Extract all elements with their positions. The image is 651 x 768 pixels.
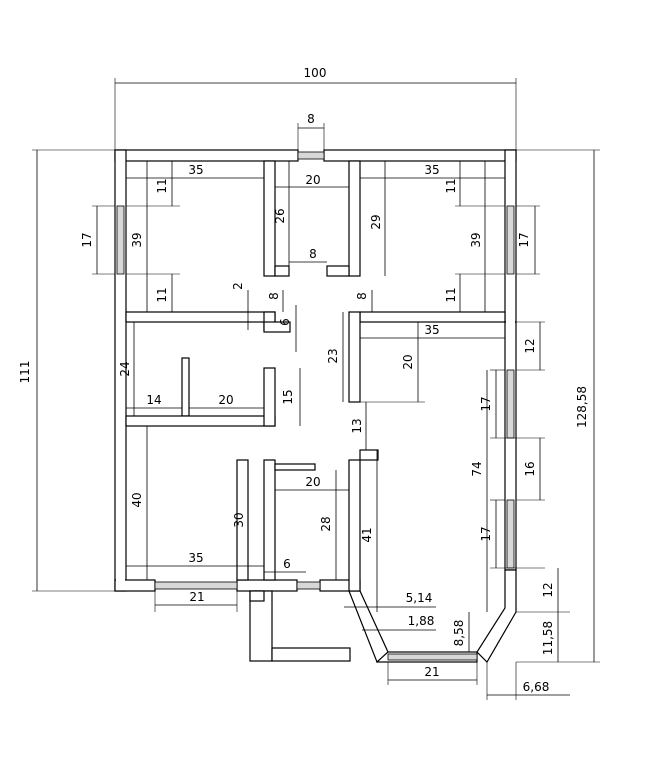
dim-lr-top-12: 12 bbox=[523, 338, 537, 353]
dim-tr-height-left: 29 bbox=[369, 214, 383, 229]
dim-bl-height: 40 bbox=[130, 492, 144, 507]
dim-bath-20: 20 bbox=[218, 393, 233, 407]
dim-corridor-gap: 8 bbox=[309, 247, 317, 261]
dim-niche-8-right: 8 bbox=[355, 292, 369, 300]
dim-hall-20: 20 bbox=[401, 354, 415, 369]
dim-tr-top-wall: 11 bbox=[444, 178, 458, 193]
dim-bl-6: 6 bbox=[283, 557, 291, 571]
dim-tr-height: 39 bbox=[469, 232, 483, 247]
top-window bbox=[297, 151, 325, 160]
dim-overall-width: 100 bbox=[304, 66, 327, 80]
dim-hall-wall-23: 23 bbox=[326, 348, 340, 363]
dim-niche-6: 6 bbox=[278, 318, 292, 326]
dim-tr-width: 35 bbox=[424, 163, 439, 177]
dimension-labels: 100 111 128,58 8 35 11 17 39 11 20 26 8 … bbox=[18, 66, 589, 694]
dim-lr-74: 74 bbox=[470, 461, 484, 476]
dim-bay-1158: 11,58 bbox=[541, 621, 555, 655]
dim-tl-top-wall: 11 bbox=[155, 178, 169, 193]
dim-corridor-height: 26 bbox=[273, 208, 287, 223]
right-window-lr-1 bbox=[506, 369, 515, 439]
bay-window bbox=[387, 653, 478, 661]
dim-lr-12-bottom: 12 bbox=[541, 582, 555, 597]
dim-bay-514: 5,14 bbox=[406, 591, 433, 605]
dim-bath-14: 14 bbox=[146, 393, 161, 407]
dim-top-window: 8 bbox=[307, 112, 315, 126]
dim-lr-17-top: 17 bbox=[479, 396, 493, 411]
dim-tl-bottom-wall: 11 bbox=[155, 287, 169, 302]
dim-niche-2: 2 bbox=[231, 282, 245, 290]
right-window-upper bbox=[506, 205, 515, 275]
dim-lr-17-bottom: 17 bbox=[479, 526, 493, 541]
dim-closet-15: 15 bbox=[281, 389, 295, 404]
bottom-window bbox=[154, 581, 238, 590]
dim-mid-20: 20 bbox=[305, 475, 320, 489]
dim-lr-width: 35 bbox=[424, 323, 439, 337]
dim-bay-188: 1,88 bbox=[408, 614, 435, 628]
dim-corridor-width: 20 bbox=[305, 173, 320, 187]
dim-tr-bottom-wall: 11 bbox=[444, 287, 458, 302]
dim-wall-41: 41 bbox=[360, 527, 374, 542]
dim-bottom-window-21: 21 bbox=[189, 590, 204, 604]
dim-bay-window-21: 21 bbox=[424, 665, 439, 679]
dim-gap-13: 13 bbox=[350, 418, 364, 433]
interior-walls bbox=[125, 160, 506, 662]
dim-bl-30: 30 bbox=[232, 512, 246, 527]
bottom-window-small bbox=[296, 581, 321, 590]
dim-tr-right-window: 17 bbox=[517, 232, 531, 247]
dim-bay-858: 8,58 bbox=[452, 620, 466, 647]
dim-bay-668: 6,68 bbox=[523, 680, 550, 694]
dim-bath-height: 24 bbox=[118, 361, 132, 376]
right-window-lr-2 bbox=[506, 499, 515, 569]
windows bbox=[116, 151, 515, 661]
dim-niche-8-left: 8 bbox=[267, 292, 281, 300]
dim-tl-height: 39 bbox=[130, 232, 144, 247]
dim-tl-left-window: 17 bbox=[80, 232, 94, 247]
left-window bbox=[116, 205, 125, 275]
dim-mid-28: 28 bbox=[319, 516, 333, 531]
dimension-lines bbox=[32, 78, 600, 700]
dim-overall-height-right: 128,58 bbox=[575, 386, 589, 428]
dim-overall-height-left: 111 bbox=[18, 361, 32, 384]
dim-lr-16: 16 bbox=[523, 461, 537, 476]
dim-tl-width: 35 bbox=[188, 163, 203, 177]
dim-bl-width: 35 bbox=[188, 551, 203, 565]
